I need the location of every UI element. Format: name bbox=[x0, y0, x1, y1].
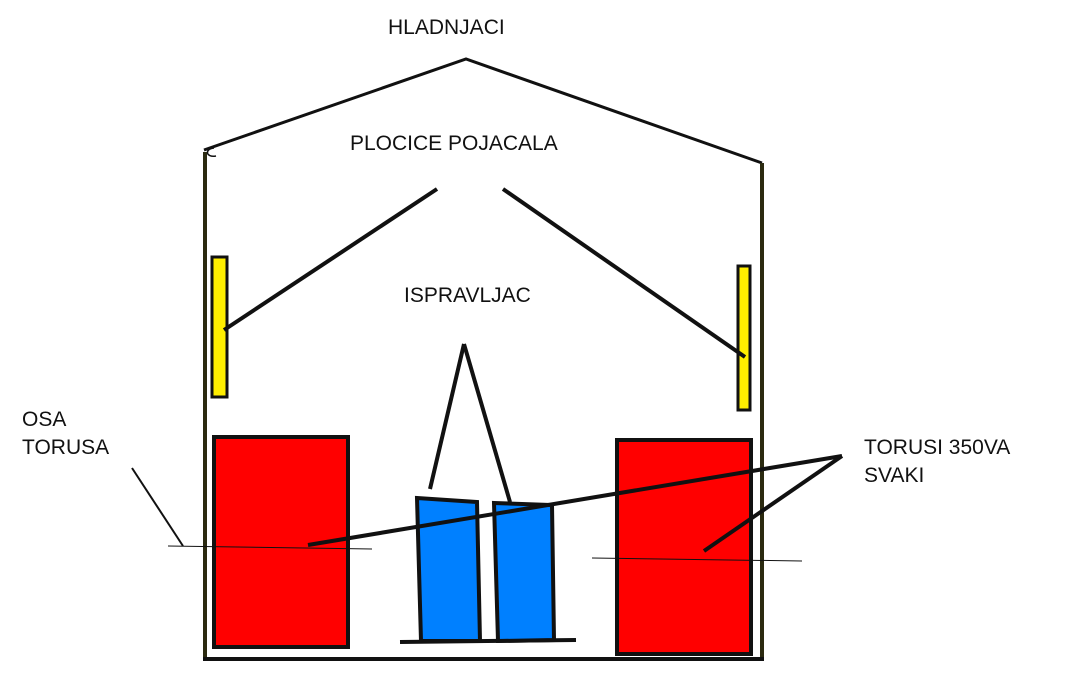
toroid-axis-left bbox=[167, 545, 373, 550]
toroid-pointer-right bbox=[702, 454, 844, 553]
heatsink-roof bbox=[203, 57, 763, 165]
rectifier-capacitor-right bbox=[491, 500, 557, 644]
heatsinks-label: HLADNJACI bbox=[388, 16, 505, 39]
toroid-right bbox=[615, 438, 753, 656]
roof-corner-scribble bbox=[206, 147, 217, 158]
rectifier-pointer-left bbox=[428, 343, 466, 490]
toroid-axis-label-line2: TORUSA bbox=[22, 436, 110, 459]
amp-board-pointer-right bbox=[501, 187, 747, 359]
amp-boards-label: PLOCICE POJACALA bbox=[350, 132, 558, 155]
axis-label-pointer bbox=[131, 467, 184, 547]
rectifier-capacitor-left bbox=[414, 495, 483, 643]
toroid-axis-right bbox=[591, 557, 803, 562]
toroid-axis-label-line1: OSA bbox=[22, 408, 67, 431]
rectifier-pointer-right bbox=[462, 343, 512, 503]
amp-board-left bbox=[210, 255, 229, 399]
toroids-label-line2: SVAKI bbox=[864, 464, 925, 487]
rectifier-label: ISPRAVLJAC bbox=[404, 284, 531, 307]
toroids-label-line1: TORUSI 350VA bbox=[864, 436, 1011, 459]
amp-board-pointer-left bbox=[222, 187, 439, 332]
amp-board-right bbox=[736, 264, 752, 412]
toroid-pointer-left bbox=[307, 454, 843, 547]
